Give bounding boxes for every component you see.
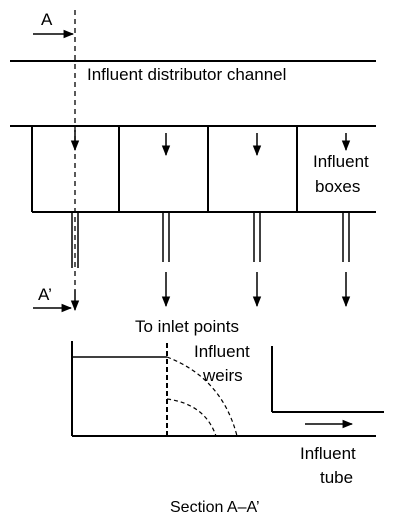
- tube-label-line1: Influent: [300, 444, 356, 463]
- influent-boxes: [31, 126, 376, 213]
- section-marker-bottom: A’: [38, 285, 52, 304]
- section-caption: Section A–A’: [170, 499, 260, 516]
- section-drawing: [71, 341, 384, 437]
- weir-curve-inner: [166, 398, 217, 437]
- channel-label: Influent distributor channel: [87, 65, 286, 84]
- weirs-label-line2: weirs: [202, 366, 243, 385]
- boxes-label-line2: boxes: [315, 177, 360, 196]
- weirs-label-line1: Influent: [194, 342, 250, 361]
- section-marker-top: A: [41, 10, 53, 29]
- inlet-label: To inlet points: [135, 317, 239, 336]
- outlet-pipes: [71, 212, 350, 268]
- boxes-label-line1: Influent: [313, 152, 369, 171]
- tube-label-line2: tube: [320, 468, 353, 487]
